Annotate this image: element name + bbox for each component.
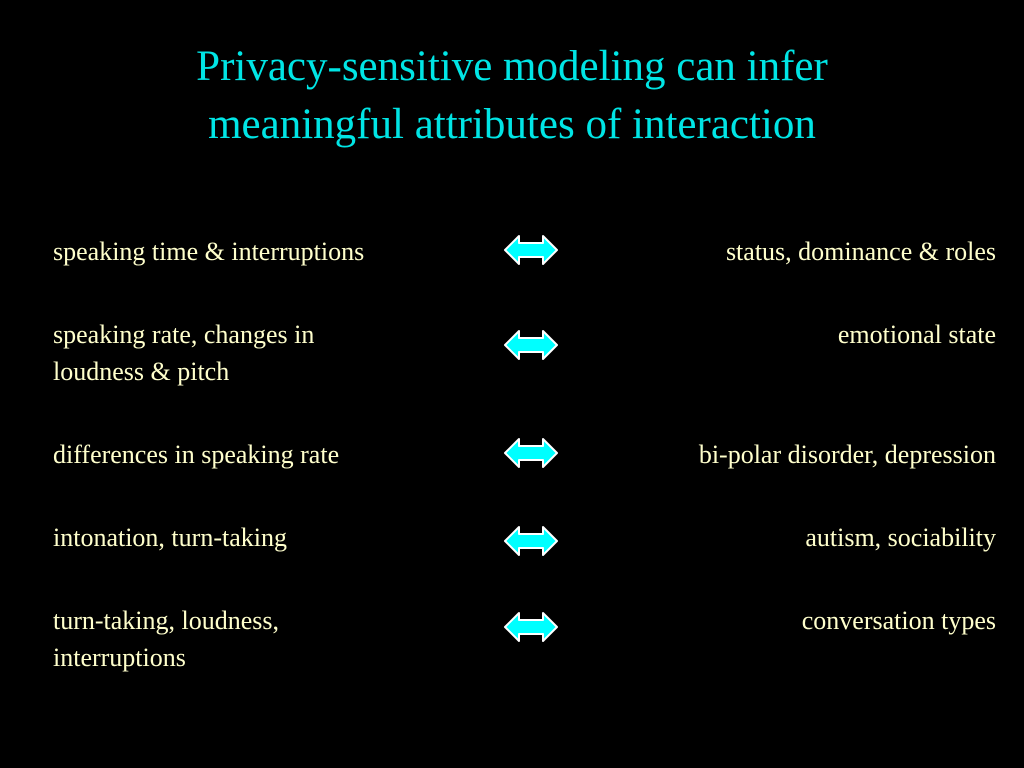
signal-feature-line: turn-taking, loudness, — [53, 606, 280, 635]
signal-feature-line: speaking time & interruptions — [53, 237, 365, 266]
inferred-attribute: bi-polar disorder, depression — [698, 440, 996, 469]
inferred-attribute: conversation types — [801, 606, 996, 635]
mapping-row-2: speaking rate, changes in loudness & pit… — [0, 316, 1024, 396]
title-line-1: Privacy-sensitive modeling can infer — [196, 43, 828, 90]
double-headed-arrow-icon — [504, 438, 558, 468]
signal-feature-line: speaking rate, changes in — [53, 320, 315, 349]
inferred-attribute: autism, sociability — [805, 523, 996, 552]
signal-feature: speaking rate, changes in loudness & pit… — [53, 316, 493, 390]
signal-feature: intonation, turn-taking — [53, 519, 493, 556]
signal-feature-line: interruptions — [53, 643, 186, 672]
double-headed-arrow-icon — [504, 526, 558, 556]
double-headed-arrow-icon — [504, 612, 558, 642]
signal-feature-line: differences in speaking rate — [53, 440, 340, 469]
mapping-row-1: speaking time & interruptions status, do… — [0, 233, 1024, 313]
mapping-row-5: turn-taking, loudness, interruptions con… — [0, 602, 1024, 682]
slide-title: Privacy-sensitive modeling can infer mea… — [40, 38, 984, 154]
double-headed-arrow-icon — [504, 235, 558, 265]
mapping-row-3: differences in speaking rate bi-polar di… — [0, 436, 1024, 516]
mapping-row-4: intonation, turn-taking autism, sociabil… — [0, 519, 1024, 599]
signal-feature-line: intonation, turn-taking — [53, 523, 287, 552]
signal-feature-line: loudness & pitch — [53, 357, 230, 386]
inferred-attribute: status, dominance & roles — [725, 237, 996, 266]
signal-feature: speaking time & interruptions — [53, 233, 493, 270]
double-headed-arrow-icon — [504, 330, 558, 360]
signal-feature: differences in speaking rate — [53, 436, 493, 473]
title-line-2: meaningful attributes of interaction — [208, 101, 816, 148]
signal-feature: turn-taking, loudness, interruptions — [53, 602, 493, 676]
inferred-attribute: emotional state — [837, 320, 996, 349]
